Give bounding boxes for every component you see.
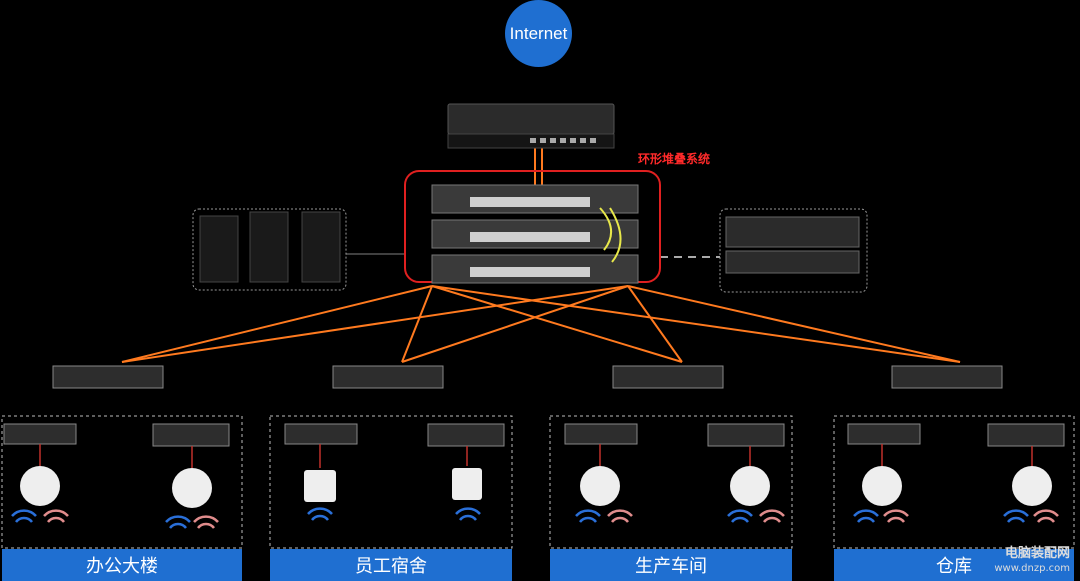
server-frame [192, 208, 347, 291]
uplink-line [401, 285, 629, 363]
zone-label-warehouse: 仓库 [834, 549, 1074, 581]
access-switches [52, 365, 1003, 389]
access-points [20, 466, 1052, 508]
zone-label-workshop: 生产车间 [550, 549, 792, 581]
uplink-lines [121, 148, 961, 363]
watermark-url: www.dnzp.com [994, 563, 1070, 574]
uplink-line [627, 285, 961, 363]
core-router [447, 103, 615, 149]
zone-label-office: 办公大楼 [2, 549, 242, 581]
wifi-signals [11, 507, 1059, 529]
security-frame [719, 208, 868, 293]
drops [39, 444, 1033, 468]
uplink-line [627, 285, 683, 363]
zone-frames [1, 415, 1075, 549]
stack-switches [431, 184, 639, 284]
uplink-line [431, 285, 961, 363]
uplink-line [431, 285, 683, 363]
servers [199, 211, 341, 283]
security-devices [725, 216, 860, 274]
zone-label-dorm: 员工宿舍 [270, 549, 512, 581]
uplink-line [121, 285, 629, 363]
uplink-line [401, 285, 433, 363]
uplink-line [121, 285, 433, 363]
stack-label: 环形堆叠系统 [638, 152, 711, 166]
edge-switches [3, 423, 1065, 447]
watermark-site: 电脑装配网 [1004, 546, 1070, 561]
internet-cloud: Internet [505, 0, 572, 67]
